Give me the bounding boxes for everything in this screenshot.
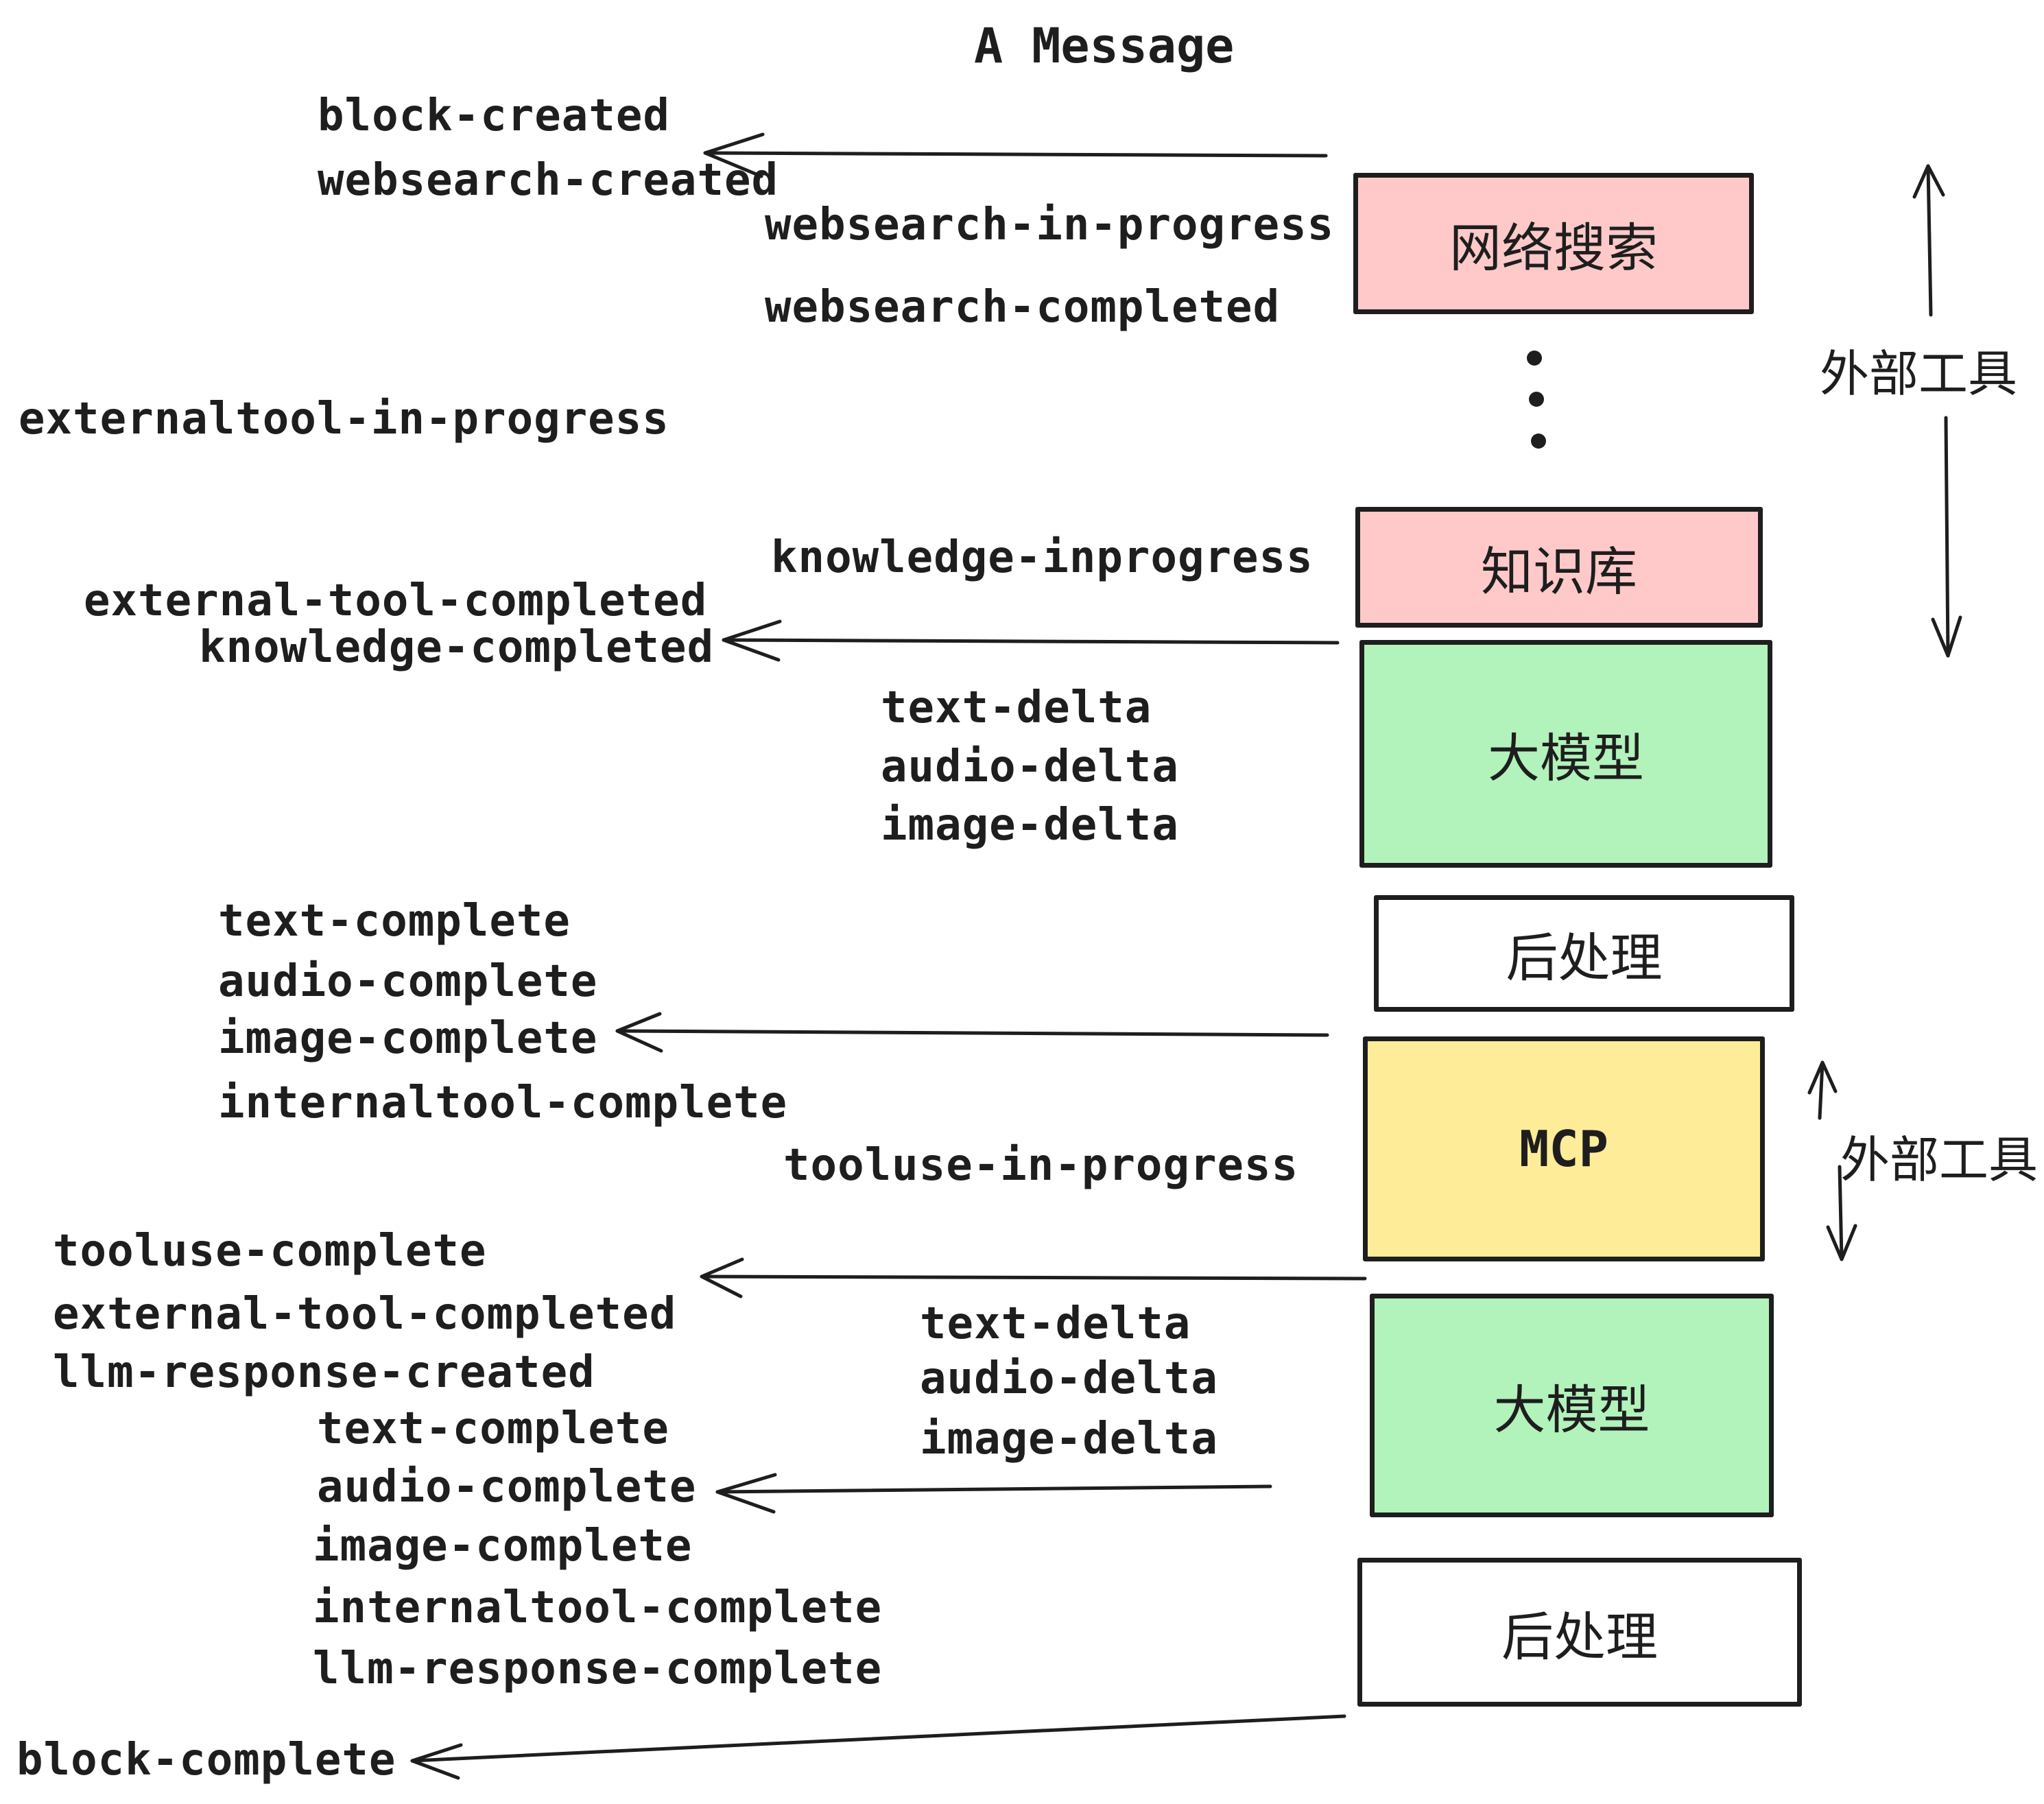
event-label-internaltool-complete-2: internaltool-complete bbox=[313, 1582, 883, 1633]
external-tools-label-mid: 外部工具 bbox=[1840, 1133, 2039, 1188]
node-postprocess-2: 后处理 bbox=[1357, 1558, 1802, 1707]
event-label-audio-delta-1: audio-delta bbox=[881, 741, 1179, 792]
arrow-post2-to-block-complete-icon bbox=[410, 1714, 1346, 1780]
node-mcp-label: MCP bbox=[1519, 1120, 1609, 1178]
arrow-websearch-to-block-created-icon bbox=[703, 132, 1328, 178]
event-label-text-delta-2: text-delta bbox=[920, 1298, 1191, 1349]
event-label-websearch-completed: websearch-completed bbox=[765, 282, 1281, 333]
ellipsis-dots-icon bbox=[1527, 351, 1546, 449]
event-label-llm-response-complete: llm-response-complete bbox=[313, 1643, 883, 1694]
event-label-audio-delta-2: audio-delta bbox=[920, 1353, 1218, 1404]
event-label-image-complete-2: image-complete bbox=[313, 1521, 693, 1571]
event-label-internaltool-complete-1: internaltool-complete bbox=[218, 1078, 788, 1128]
event-label-knowledge-completed: knowledge-completed bbox=[199, 622, 715, 673]
event-label-websearch-created: websearch-created bbox=[318, 155, 779, 206]
node-llm-1: 大模型 bbox=[1359, 640, 1772, 868]
node-postprocess-2-label: 后处理 bbox=[1501, 1608, 1658, 1667]
external-tools-span-mid-up-arrow-icon bbox=[1807, 1060, 1838, 1120]
event-label-text-delta-1: text-delta bbox=[881, 683, 1152, 733]
event-label-audio-complete-2: audio-complete bbox=[317, 1462, 697, 1512]
node-knowledge-base-label: 知识库 bbox=[1481, 543, 1637, 602]
node-mcp: MCP bbox=[1363, 1036, 1765, 1261]
node-llm-2-label: 大模型 bbox=[1493, 1381, 1650, 1440]
external-tools-span-top-down-arrow-icon bbox=[1931, 416, 1962, 658]
event-label-knowledge-inprogress: knowledge-inprogress bbox=[771, 532, 1314, 583]
external-tools-label-top: 外部工具 bbox=[1820, 347, 2018, 402]
node-llm-2: 大模型 bbox=[1370, 1294, 1774, 1517]
event-label-tooluse-in-progress: tooluse-in-progress bbox=[783, 1140, 1299, 1191]
event-label-llm-response-created: llm-response-created bbox=[53, 1347, 595, 1398]
event-label-external-tool-completed-2: external-tool-completed bbox=[53, 1289, 677, 1340]
arrow-post1-to-image-complete-icon bbox=[615, 1012, 1329, 1053]
event-label-websearch-in-progress: websearch-in-progress bbox=[765, 200, 1335, 250]
event-label-audio-complete-1: audio-complete bbox=[218, 956, 598, 1007]
arrow-mcp-to-tooluse-complete-icon bbox=[700, 1257, 1367, 1298]
external-tools-span-top-up-arrow-icon bbox=[1912, 164, 1945, 317]
event-label-externaltool-in-progress: externaltool-in-progress bbox=[19, 394, 669, 444]
event-label-image-complete-1: image-complete bbox=[218, 1013, 598, 1064]
node-websearch: 网络搜索 bbox=[1353, 173, 1754, 314]
node-postprocess-1: 后处理 bbox=[1374, 895, 1794, 1012]
arrow-llm2-to-audio-complete-icon bbox=[715, 1473, 1272, 1514]
event-label-block-created: block-created bbox=[318, 91, 670, 141]
event-label-text-complete-1: text-complete bbox=[218, 896, 571, 947]
node-websearch-label: 网络搜索 bbox=[1449, 219, 1658, 278]
event-label-block-complete: block-complete bbox=[16, 1735, 396, 1785]
node-knowledge-base: 知识库 bbox=[1355, 507, 1763, 628]
node-postprocess-1-label: 后处理 bbox=[1506, 929, 1663, 988]
event-label-external-tool-completed-1: external-tool-completed bbox=[84, 575, 708, 626]
event-label-image-delta-2: image-delta bbox=[920, 1414, 1218, 1464]
event-label-text-complete-2: text-complete bbox=[317, 1403, 669, 1454]
arrow-llm1-to-knowledge-completed-icon bbox=[722, 619, 1340, 662]
node-llm-1-label: 大模型 bbox=[1488, 730, 1644, 788]
diagram-title: A Message bbox=[974, 18, 1235, 74]
event-label-image-delta-1: image-delta bbox=[881, 800, 1179, 851]
event-label-tooluse-complete: tooluse-complete bbox=[53, 1226, 487, 1277]
